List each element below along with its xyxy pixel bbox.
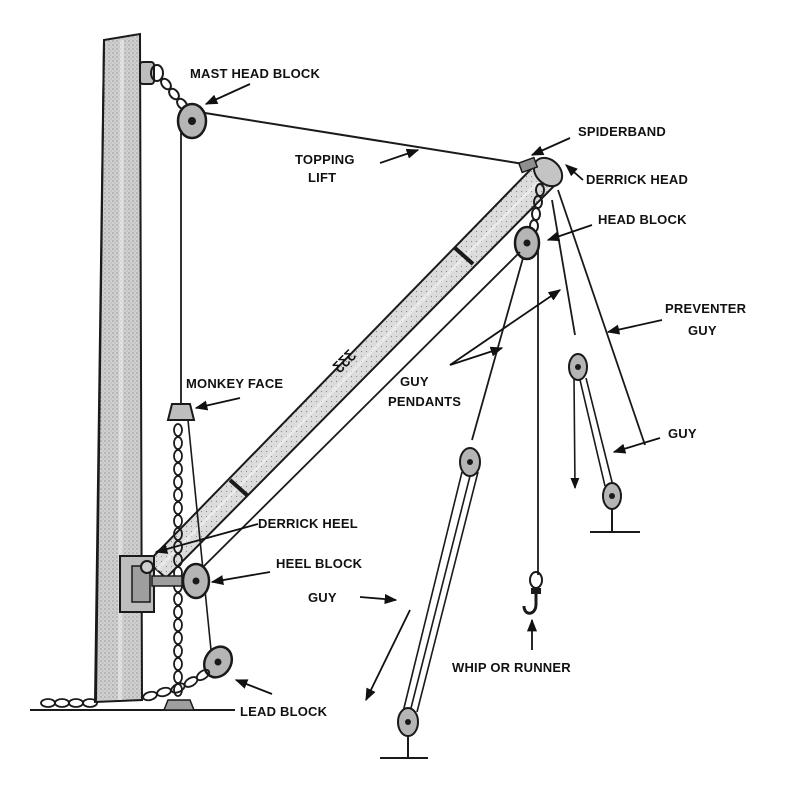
head-block bbox=[513, 225, 541, 261]
monkey-face bbox=[166, 403, 196, 421]
head-chain bbox=[529, 183, 545, 233]
whip-runner-boom bbox=[191, 251, 521, 579]
mast bbox=[93, 32, 144, 704]
guy-pendant-right bbox=[551, 199, 576, 336]
topping-lift-wire bbox=[204, 112, 531, 166]
lead-block bbox=[202, 645, 234, 679]
label-heel-block: HEEL BLOCK bbox=[276, 556, 363, 571]
mast-head-fitting bbox=[139, 61, 164, 85]
label-spiderband: SPIDERBAND bbox=[578, 124, 666, 139]
heel-block bbox=[181, 562, 211, 600]
label-topping-lift-2: LIFT bbox=[308, 170, 336, 185]
label-arrows bbox=[154, 83, 663, 702]
label-topping-lift-1: TOPPING bbox=[295, 152, 355, 167]
preventer-guy-wire bbox=[557, 189, 646, 446]
label-preventer-guy-2: GUY bbox=[688, 323, 717, 338]
label-guy-pendants-2: PENDANTS bbox=[388, 394, 461, 409]
right-guy-tackle bbox=[568, 353, 622, 532]
label-mast-head-block: MAST HEAD BLOCK bbox=[190, 66, 321, 81]
derrick-heel-fitting bbox=[119, 555, 183, 613]
left-guy-tackle bbox=[397, 447, 481, 758]
label-head-block: HEAD BLOCK bbox=[598, 212, 687, 227]
cargo-hook bbox=[522, 571, 543, 615]
label-guy-right: GUY bbox=[668, 426, 697, 441]
label-guy-left: GUY bbox=[308, 590, 337, 605]
derrick-head bbox=[517, 156, 564, 188]
label-lead-block: LEAD BLOCK bbox=[240, 704, 328, 719]
ground-chain bbox=[40, 668, 211, 708]
label-monkey-face: MONKEY FACE bbox=[186, 376, 283, 391]
label-derrick-heel: DERRICK HEEL bbox=[258, 516, 358, 531]
label-whip-or-runner: WHIP OR RUNNER bbox=[452, 660, 571, 675]
label-preventer-guy-1: PREVENTER bbox=[665, 301, 747, 316]
label-derrick-head: DERRICK HEAD bbox=[586, 172, 688, 187]
label-guy-pendants-1: GUY bbox=[400, 374, 429, 389]
mast-head-block bbox=[176, 102, 208, 140]
mast-head-chain bbox=[160, 77, 188, 111]
ground-pad bbox=[162, 699, 196, 711]
